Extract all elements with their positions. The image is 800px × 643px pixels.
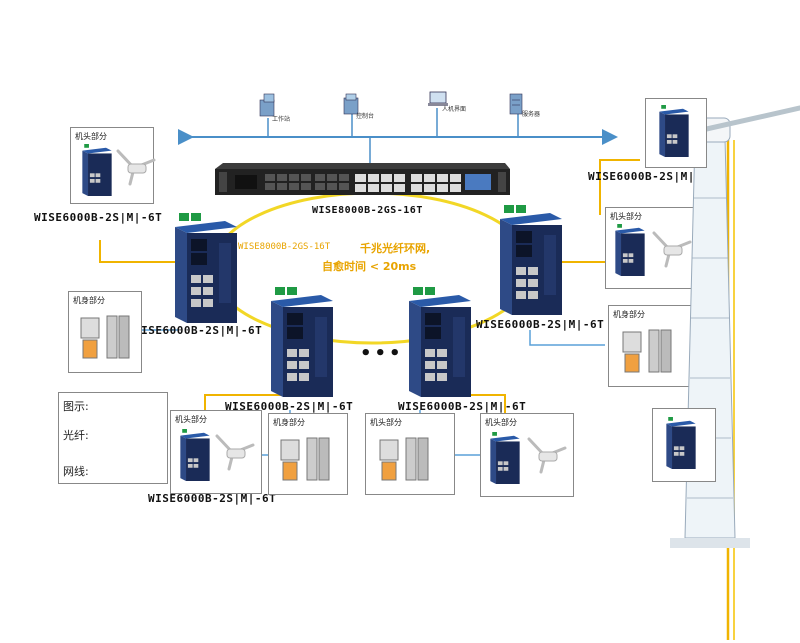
legend: 图示: 光纤: 网线: xyxy=(58,392,168,484)
hmi-device xyxy=(427,90,449,112)
switch-bottom-label: WISE6000B-2S|M|-6T xyxy=(148,492,277,505)
server-label: 服务器 xyxy=(522,111,541,118)
core-switch xyxy=(215,163,510,197)
mini-switch xyxy=(614,224,646,280)
panel-nacelle-right: 机头部分 xyxy=(605,207,697,289)
switch-mid-right-label: WISE6000B-2S|M|-6T xyxy=(398,400,527,413)
panel-title: 机身部分 xyxy=(273,418,305,427)
turbine-nacelle-icon xyxy=(527,434,567,478)
panel-title: 机身部分 xyxy=(613,310,645,319)
switch-mid-right xyxy=(409,287,471,401)
io-modules-icon xyxy=(621,328,677,378)
turbine-nacelle-icon xyxy=(652,228,692,272)
server-device xyxy=(508,92,526,120)
switch-mid-left xyxy=(271,287,333,401)
mini-switch xyxy=(665,417,697,473)
switch-right-label: WISE6000B-2S|M|-6T xyxy=(476,318,605,331)
mini-switch xyxy=(179,429,211,485)
panel-tower-left: 机身部分 xyxy=(68,291,142,373)
console-device xyxy=(342,92,362,120)
panel-title: 机头部分 xyxy=(175,415,207,424)
legend-cable: 网线: xyxy=(63,465,89,478)
workstation-label: 工作站 xyxy=(272,116,291,123)
panel-tower-mid-left: 机身部分 xyxy=(268,413,348,495)
panel-nacelle-bottom-left: 机头部分 xyxy=(170,410,262,494)
switch-left xyxy=(175,213,237,327)
panel-title: 机头部分 xyxy=(610,212,642,221)
switch-mid-left-label: WISE6000B-2S|M|-6T xyxy=(225,400,354,413)
hmi-label: 人机界面 xyxy=(442,106,467,113)
panel-tower-mid-right: 机头部分 xyxy=(365,413,455,495)
switch-right xyxy=(500,205,562,319)
core-switch-label: WISE8000B-2GS-16T xyxy=(312,205,423,216)
panel-title: 机头部分 xyxy=(370,418,402,427)
panel-tower-right: 机身部分 xyxy=(608,305,695,387)
panel-title: 机身部分 xyxy=(73,296,105,305)
turbine-nacelle-icon xyxy=(215,431,255,475)
switch-left-label: WISE6000B-2S|M|-6T xyxy=(134,324,263,337)
panel-title: 机头部分 xyxy=(485,418,517,427)
mini-switch xyxy=(658,105,690,161)
ellipsis: ••• xyxy=(360,343,404,364)
mini-switch xyxy=(489,432,521,488)
legend-fiber: 光纤: xyxy=(63,429,89,442)
wind-turbine xyxy=(640,95,800,643)
tower-base-switch-panel xyxy=(652,408,716,482)
workstation-device xyxy=(258,92,278,122)
ring-title: WISE8000B-2GS-16T xyxy=(238,242,331,252)
turbine-nacelle-icon xyxy=(116,146,156,190)
ring-line-1: 千兆光纤环网, xyxy=(360,242,431,255)
legend-title: 图示: xyxy=(63,400,89,413)
ring-line-2: 自愈时间 < 20ms xyxy=(322,260,417,273)
io-modules-icon xyxy=(79,314,135,364)
switch-topleft-label: WISE6000B-2S|M|-6T xyxy=(34,211,163,224)
panel-nacelle-topleft: 机头部分 xyxy=(70,127,156,204)
tower-top-switch-panel xyxy=(645,98,707,168)
console-label: 控制台 xyxy=(356,113,375,120)
mini-switch xyxy=(81,144,113,200)
switch-topright-label: WISE6000B-2S|M|-6T xyxy=(588,170,717,183)
panel-nacelle-bottom-right: 机头部分 xyxy=(480,413,574,497)
io-modules-icon xyxy=(279,436,335,486)
panel-title: 机头部分 xyxy=(75,132,107,141)
io-modules-icon xyxy=(378,436,434,486)
